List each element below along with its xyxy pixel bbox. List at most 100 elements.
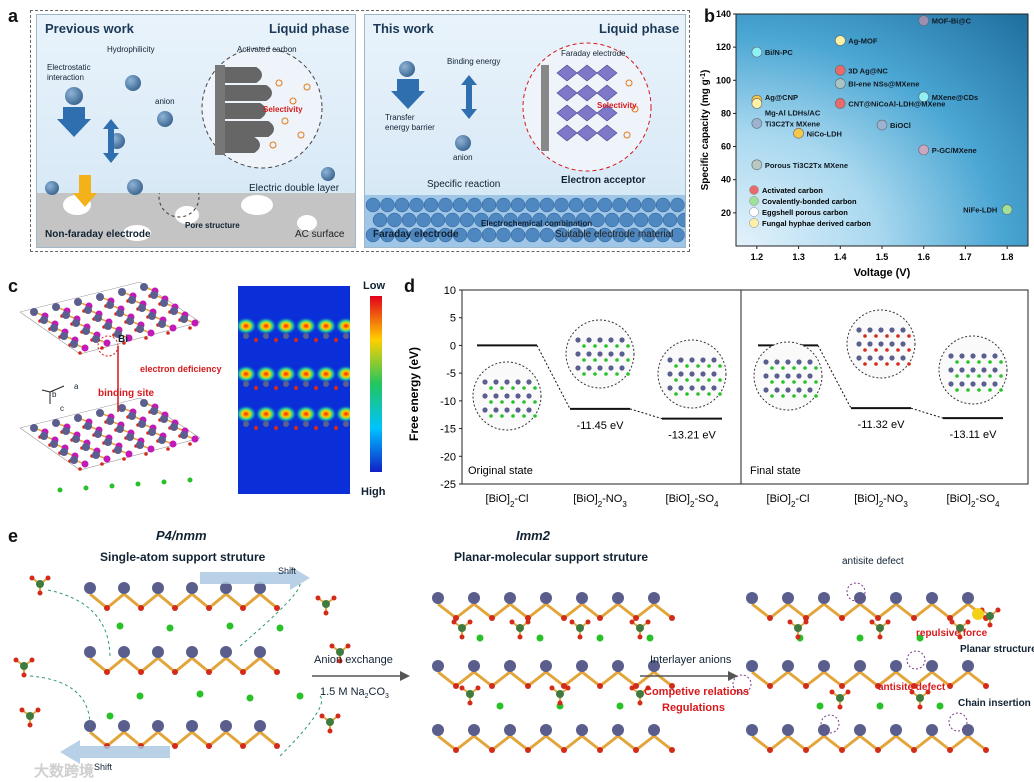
- inset-anion-atom: [814, 394, 818, 398]
- bi-atom: [186, 646, 198, 658]
- inset-anion-atom: [500, 400, 504, 404]
- bi-o-bond: [509, 670, 529, 688]
- bi-o-bond: [823, 670, 843, 688]
- elf-bi-atom: [323, 381, 329, 387]
- watermark-text: 大数跨境: [34, 763, 95, 780]
- bi-atom: [104, 322, 112, 330]
- inset-bi-atom: [785, 387, 791, 393]
- cl-atom: [226, 622, 234, 630]
- anion-o: [19, 707, 25, 713]
- cl-atom: [246, 694, 254, 702]
- bi-atom: [504, 724, 516, 736]
- anion-o: [585, 619, 591, 625]
- o-atom: [453, 615, 459, 621]
- elf-o-atom: [294, 386, 298, 390]
- bi-o-bond: [877, 670, 897, 688]
- bi-atom: [432, 660, 444, 672]
- inset-anion-atom: [907, 348, 911, 352]
- o-atom: [633, 747, 639, 753]
- chart-b-legend-marker: [749, 218, 759, 228]
- inset-bi-atom: [878, 327, 884, 333]
- inset-bi-atom: [878, 355, 884, 361]
- anion-center: [556, 690, 564, 698]
- elf-blob: [335, 317, 350, 335]
- chart-d-xtick-label: [BiO]2-NO3: [573, 493, 627, 509]
- inset-bi-atom: [667, 357, 673, 363]
- anion-ball: [127, 179, 143, 195]
- lattice-atom: [503, 212, 518, 228]
- o-atom: [525, 615, 531, 621]
- elf-bi-atom: [303, 381, 309, 387]
- inset-anion-atom: [814, 380, 818, 384]
- o-atom: [206, 743, 212, 749]
- chart-b-point: [751, 46, 763, 58]
- bi-atom: [62, 427, 70, 435]
- motion-path: [47, 589, 111, 657]
- chart-b-ytick-label: 80: [721, 108, 731, 118]
- bi-atom: [92, 335, 100, 343]
- o-atom: [633, 683, 639, 689]
- chart-d-xtick-label: [BiO]2-Cl: [486, 493, 529, 509]
- elf-blob: [315, 317, 337, 335]
- inset-anion-atom: [489, 400, 493, 404]
- binding-energy-label: Binding energy: [447, 57, 501, 66]
- bi-o-bond: [581, 734, 601, 752]
- elf-bi-atom: [343, 381, 349, 387]
- anion-o: [331, 595, 337, 601]
- process-arrow-head: [728, 671, 738, 681]
- o-atom: [875, 683, 881, 689]
- bi-atom: [220, 720, 232, 732]
- panel-a-right: This work Liquid phase Binding energy Tr…: [364, 14, 686, 248]
- lattice-atom: [554, 197, 569, 213]
- elf-blob: [238, 365, 257, 383]
- inset-bi-atom: [504, 393, 510, 399]
- lattice-atom: [655, 197, 671, 213]
- bi-atom: [576, 660, 588, 672]
- chart-b-point: [876, 119, 888, 131]
- bi-o-bond: [174, 730, 193, 748]
- lattice-atom: [604, 212, 620, 228]
- chart-b-point: [751, 159, 763, 171]
- lattice-atom: [597, 227, 613, 243]
- bi-o-bond: [174, 592, 193, 610]
- inset-bi-atom: [493, 379, 499, 385]
- bi-atom: [468, 592, 480, 604]
- lattice-atom: [452, 197, 468, 213]
- inset-bi-atom: [981, 381, 987, 387]
- inset-bi-atom: [948, 353, 954, 359]
- bi-o-bond: [123, 730, 142, 748]
- bi-atom: [612, 724, 624, 736]
- bi-atom: [150, 291, 158, 299]
- bi-o-bond: [931, 670, 951, 688]
- bi-atom: [114, 330, 122, 338]
- specific-reaction-label: Specific reaction: [427, 179, 501, 190]
- bi-o-bond: [751, 734, 771, 752]
- antisite-bottom-label: antisite defect: [878, 682, 946, 693]
- inset-anion-atom: [955, 360, 959, 364]
- inset-bi-atom: [575, 351, 581, 357]
- inset-anion-atom: [781, 380, 785, 384]
- motion-path: [239, 583, 301, 647]
- anion-o: [451, 619, 457, 625]
- elf-blob: [295, 405, 317, 423]
- axis-line: [49, 385, 65, 393]
- bi-o-bond: [913, 734, 933, 752]
- cl-atom: [191, 319, 199, 327]
- anion-o: [629, 619, 635, 625]
- bi-atom: [648, 660, 660, 672]
- bi-atom: [540, 660, 552, 672]
- inset-bi-atom: [959, 381, 965, 387]
- bi-atom: [468, 724, 480, 736]
- anion-o: [565, 685, 571, 691]
- inset-anion-atom: [707, 364, 711, 368]
- chart-b-legend-label: Fungal hyphae derived carbon: [762, 219, 871, 228]
- faraday-lattice: [365, 197, 685, 243]
- inset-bi-atom: [774, 373, 780, 379]
- axis-a: a: [74, 382, 79, 391]
- elf-o-atom: [294, 338, 298, 342]
- elf-o-atom: [314, 338, 318, 342]
- bi-atom: [118, 582, 130, 594]
- elf-blob: [335, 365, 350, 383]
- anion-ball: [65, 87, 83, 105]
